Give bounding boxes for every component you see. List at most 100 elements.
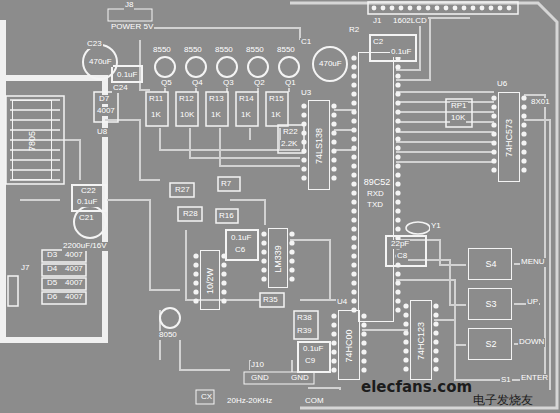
pin-pad: [491, 95, 496, 100]
pin-pad: [351, 226, 356, 231]
header-pin: [381, 6, 386, 11]
part-name: 74HC00: [345, 329, 355, 362]
part-name: S3: [485, 300, 496, 310]
silkscreen-label: S1: [500, 376, 512, 385]
pin-pad: [395, 145, 400, 150]
silkscreen-label: 8050: [158, 331, 178, 340]
pin-pad: [433, 348, 438, 353]
pin-pad: [361, 367, 366, 372]
pin-pad: [193, 271, 198, 276]
silkscreen-label: 1K: [270, 111, 282, 120]
silkscreen-label: R22: [282, 128, 299, 137]
header-pin: [453, 6, 458, 11]
pin-pad: [221, 289, 226, 294]
pin-pad: [331, 340, 336, 345]
pin-pad: [395, 190, 400, 195]
pin-pad: [395, 163, 400, 168]
header-pin: [471, 6, 476, 11]
pin-pad: [351, 109, 356, 114]
pin-pad: [301, 121, 306, 126]
pin-pad: [361, 331, 366, 336]
pin-pad: [351, 280, 356, 285]
silkscreen-label: Q5: [160, 79, 173, 88]
pin-pad: [331, 148, 336, 153]
pin-pad: [331, 157, 336, 162]
pin-pad: [351, 136, 356, 141]
pin-pad: [301, 112, 306, 117]
ic-package: 74HC00: [338, 310, 360, 380]
part-name: S2: [485, 340, 496, 350]
pin-pad: [395, 199, 400, 204]
pin-pad: [395, 280, 400, 285]
pin-pad: [331, 130, 336, 135]
pin-pad: [403, 357, 408, 362]
signal-connector: [244, 372, 314, 384]
pin-pad: [331, 166, 336, 171]
pin-pad: [351, 271, 356, 276]
silkscreen-label: 4007: [64, 251, 84, 260]
pin-pad: [193, 298, 198, 303]
pin-pad: [521, 95, 526, 100]
power-frame: [3, 78, 105, 340]
header-pin: [417, 6, 422, 11]
ic-package: LM339: [268, 228, 288, 288]
pin-pad: [351, 172, 356, 177]
silkscreen-label: GND: [250, 374, 270, 383]
pin-pad: [521, 113, 526, 118]
pin-pad: [221, 253, 226, 258]
silkscreen-label: MENU: [520, 258, 546, 267]
pin-pad: [361, 358, 366, 363]
pin-pad: [221, 271, 226, 276]
crystal-y1: [406, 222, 430, 234]
pin-pad: [351, 235, 356, 240]
pin-pad: [361, 349, 366, 354]
pin-pad: [351, 217, 356, 222]
lcd-header: [368, 2, 518, 14]
pin-pad: [193, 262, 198, 267]
pin-pad: [361, 340, 366, 345]
pin-pad: [491, 113, 496, 118]
pin-pad: [395, 118, 400, 123]
silkscreen-label: TXD: [366, 201, 384, 210]
pin-pad: [331, 175, 336, 180]
silkscreen-label: ENTER: [520, 374, 549, 383]
pin-pad: [403, 339, 408, 344]
pin-pad: [395, 289, 400, 294]
silkscreen-label: 8550: [276, 46, 296, 55]
silkscreen-label: U8: [96, 128, 108, 137]
pin-pad: [301, 166, 306, 171]
silkscreen-label: POWER 5V: [110, 23, 154, 32]
silkscreen-label: 20Hz-20KHz: [226, 397, 273, 406]
silkscreen-label: R38: [296, 314, 313, 323]
silkscreen-label: D3: [46, 251, 58, 260]
silkscreen-label: 8550: [214, 46, 234, 55]
silkscreen-label: 22pF: [390, 240, 410, 249]
capacitor-c6: [226, 230, 258, 260]
pin-pad: [351, 154, 356, 159]
silkscreen-label: C23: [86, 40, 103, 49]
header-pin: [444, 6, 449, 11]
pin-pad: [351, 208, 356, 213]
traces: [20, 18, 550, 390]
pin-pad: [261, 258, 266, 263]
pin-pad: [395, 64, 400, 69]
silkscreen-label: U4: [336, 298, 348, 307]
pin-pad: [521, 140, 526, 145]
part-name: 10/2W: [206, 268, 216, 294]
capacitor-c1: [313, 47, 347, 81]
pin-pad: [395, 217, 400, 222]
silkscreen-label: R11: [148, 95, 164, 104]
pin-pad: [289, 231, 294, 236]
silkscreen-label: RXD: [366, 190, 385, 199]
silkscreen-label: J10: [250, 361, 265, 370]
pin-pad: [351, 262, 356, 267]
silkscreen-label: 10K: [450, 114, 466, 123]
pin-pad: [521, 158, 526, 163]
pin-pad: [491, 131, 496, 136]
pin-pad: [395, 91, 400, 96]
pin-pad: [491, 167, 496, 172]
silkscreen-label: D4: [46, 265, 58, 274]
pin-pad: [331, 358, 336, 363]
resistor-pack-rp1: [446, 99, 472, 127]
heatsink-fin: [10, 119, 60, 121]
